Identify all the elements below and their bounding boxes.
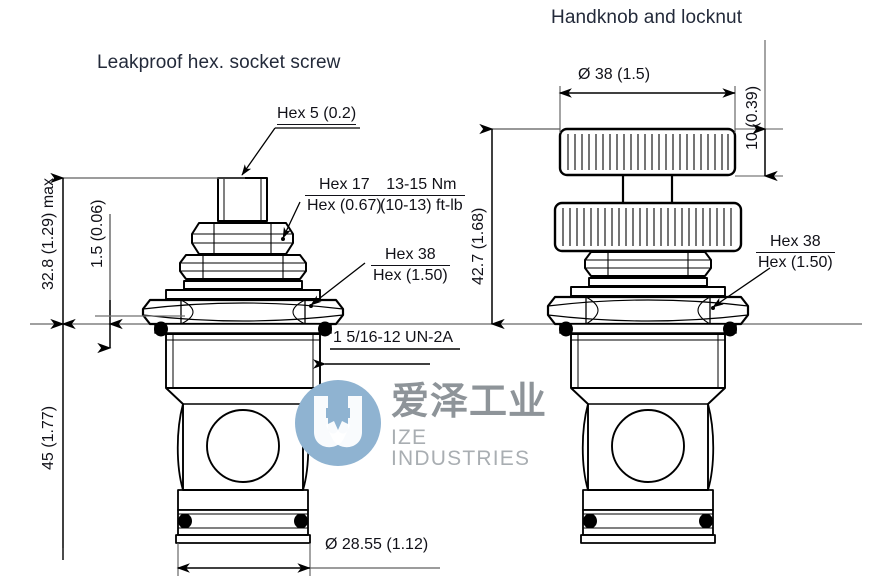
callout-hex5: Hex 5 (0.2)	[277, 105, 357, 125]
dimension-small-top: 1.5 (0.06)	[89, 199, 106, 268]
hex38-body-nut	[141, 298, 345, 326]
callout-hex38-left: Hex 38 Hex (1.50)	[371, 246, 450, 285]
callout-hex38-left-metric: Hex 38	[371, 246, 450, 266]
callout-hex17: Hex 17 Hex (0.67)	[305, 176, 384, 215]
right-o-ring-seals	[559, 321, 737, 337]
right-hex38-body-nut	[546, 295, 750, 326]
dimension-overall-top: 32.8 (1.29) max	[40, 177, 57, 290]
callout-torque-ftlb: (10-13) ft-lb	[380, 197, 463, 214]
right-view-title: Handknob and locknut	[551, 7, 743, 28]
bottom-seal-stack	[175, 489, 311, 544]
dimension-knob-thickness: 10 (0.39)	[744, 85, 761, 150]
threaded-section	[165, 333, 321, 389]
right-valve-body-port	[570, 387, 726, 491]
callout-thread-spec: 1 5/16-12 UN-2A	[333, 329, 454, 346]
hex17-nut	[191, 222, 294, 255]
callout-hex38-left-imperial: Hex (1.50)	[373, 267, 448, 284]
left-valve-drawing	[141, 177, 345, 544]
left-leader-lines	[241, 127, 460, 369]
right-dimension-lines	[479, 40, 783, 330]
small-hex-under-knob	[584, 251, 712, 277]
callout-hex38-right: Hex 38 Hex (1.50)	[756, 233, 835, 272]
callout-hex17-metric: Hex 17	[305, 176, 384, 196]
handknob-upper	[558, 127, 737, 177]
valve-body-port-section	[165, 387, 321, 491]
left-view-title: Leakproof hex. socket screw	[97, 52, 341, 73]
knob-connecting-stem	[621, 176, 674, 204]
callout-torque: 13-15 Nm (10-13) ft-lb	[378, 176, 465, 215]
o-ring-seals-upper	[154, 321, 332, 337]
right-handknob-drawing	[546, 127, 750, 544]
hex-socket-screw-stem	[217, 177, 268, 222]
right-flange-plate	[570, 277, 726, 297]
flange-plate	[165, 280, 321, 300]
dimension-right-overall-height: 42.7 (1.68)	[470, 207, 487, 285]
right-threaded-section	[570, 333, 726, 389]
dimension-knob-diameter: Ø 38 (1.5)	[578, 66, 651, 83]
dimension-bottom-diameter: Ø 28.55 (1.12)	[325, 536, 429, 553]
handknob-lower	[553, 201, 743, 253]
dimension-overall-bottom: 45 (1.77)	[40, 405, 57, 470]
callout-torque-nm: 13-15 Nm	[378, 176, 465, 196]
callout-hex17-imperial: Hex (0.67)	[307, 197, 382, 214]
left-dimension-lines	[50, 172, 440, 576]
locknut-hex-upper	[179, 254, 307, 280]
right-bottom-seal-stack	[580, 489, 716, 544]
callout-hex38-right-metric: Hex 38	[756, 233, 835, 253]
callout-hex38-right-imperial: Hex (1.50)	[758, 254, 833, 271]
